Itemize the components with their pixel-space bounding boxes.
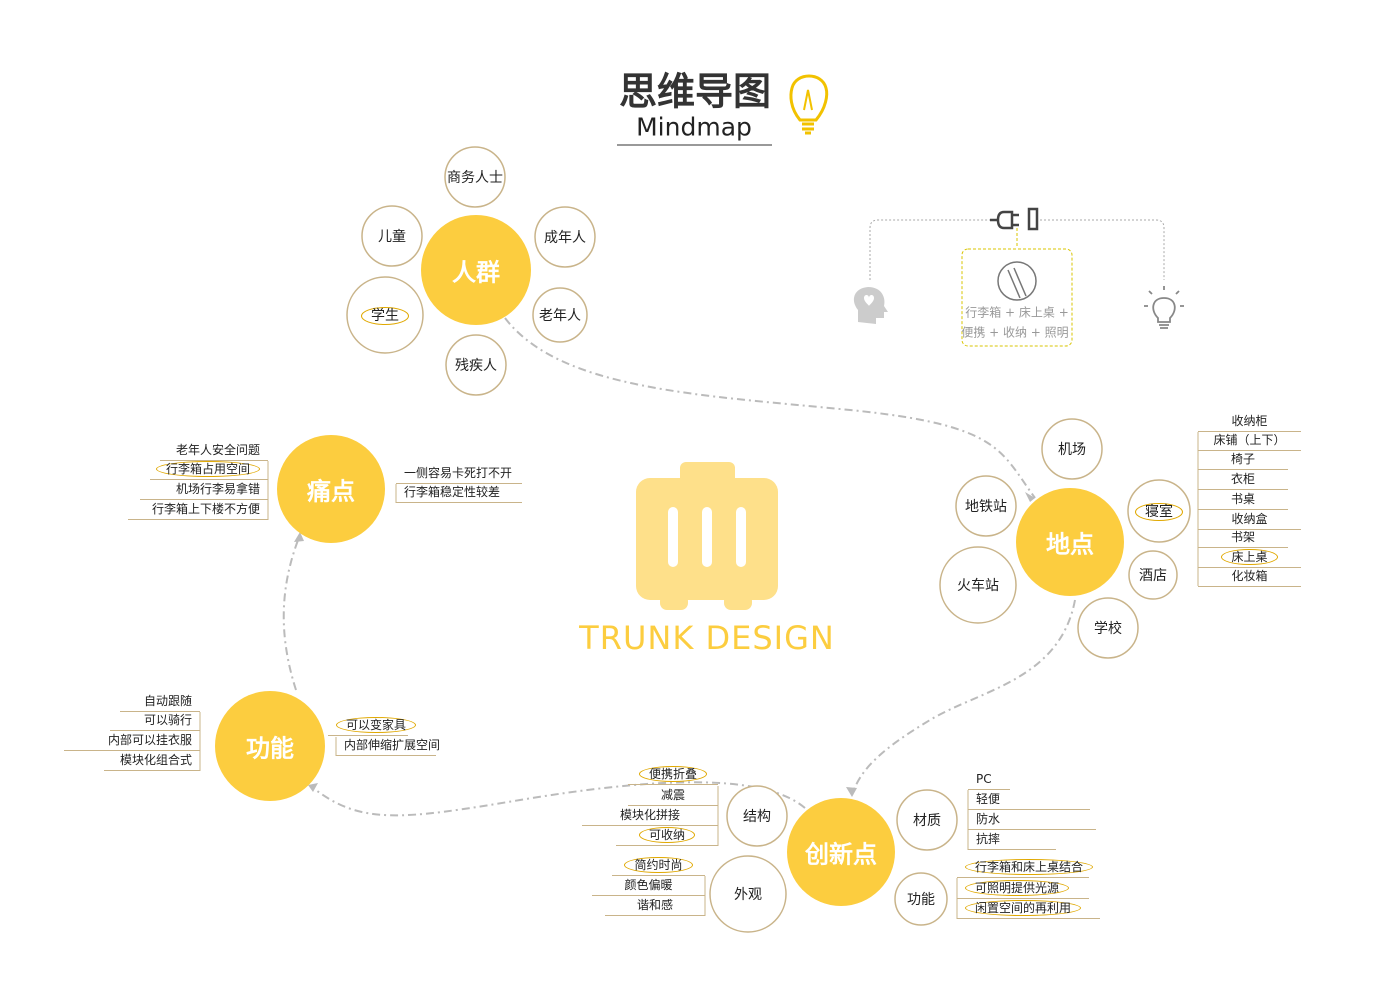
plug-icon — [990, 207, 1039, 231]
luggage-icon — [636, 462, 778, 610]
hub-crowd-label[interactable]: 人群 — [452, 258, 500, 287]
concept-line-2: 便携 + 收纳 + 照明 — [961, 325, 1069, 340]
list-item: 自动跟随 — [120, 693, 200, 712]
node-disabled — [445, 334, 507, 396]
lamp-icon — [1144, 286, 1184, 329]
list-item: 书架 — [1198, 529, 1288, 548]
list-item: 行李箱稳定性较差 — [396, 484, 522, 503]
node-children — [361, 205, 423, 267]
dial-icon — [997, 261, 1037, 301]
list-item: 书桌 — [1198, 491, 1288, 510]
node-label[interactable]: 商务人士 — [447, 170, 503, 186]
node-business — [444, 146, 506, 208]
hub-pain — [277, 435, 385, 543]
list-item: 收纳柜 — [1198, 413, 1301, 432]
node-label[interactable]: 机场 — [1058, 442, 1086, 458]
list-item: 谐和感 — [605, 897, 705, 916]
node-school — [1077, 597, 1139, 659]
list-item: 床上桌 — [1198, 549, 1301, 568]
list-item: 可收纳 — [616, 827, 718, 846]
list-item: 收纳盒 — [1198, 511, 1301, 530]
page-subtitle: Mindmap — [636, 112, 752, 142]
node-elderly — [532, 287, 588, 343]
node-look — [709, 855, 787, 933]
list-item: PC — [968, 771, 1010, 790]
page-title: 思维导图 — [618, 69, 772, 114]
list-item: 可以变家具 — [328, 717, 417, 736]
list-item: 内部伸缩扩展空间 — [336, 737, 440, 756]
list-item: 模块化组合式 — [104, 752, 200, 771]
node-structure — [726, 785, 788, 847]
node-label[interactable]: 材质 — [913, 813, 941, 829]
list-item: 衣柜 — [1198, 471, 1288, 490]
node-label[interactable]: 地铁站 — [965, 499, 1007, 515]
hub-innovation — [787, 798, 895, 906]
connector-function-pain — [282, 534, 301, 691]
hub-crowd — [421, 215, 531, 325]
node-label[interactable]: 残疾人 — [455, 358, 497, 374]
list-item: 可照明提供光源 — [957, 880, 1089, 899]
hub-function — [215, 691, 325, 801]
node-function2 — [894, 872, 948, 926]
list-item: 化妆箱 — [1198, 568, 1301, 587]
list-item: 行李箱占用空间 — [150, 461, 268, 480]
list-item: 简约时尚 — [612, 857, 705, 876]
node-label[interactable]: 结构 — [743, 809, 771, 825]
concept-box — [961, 248, 1073, 347]
concept-line-1: 行李箱 + 床上桌 + — [965, 305, 1069, 320]
node-label[interactable]: 成年人 — [544, 230, 586, 246]
lightbulb-icon — [789, 74, 829, 135]
node-train — [939, 546, 1017, 624]
list-item: 防水 — [968, 811, 1096, 830]
hub-pain-label[interactable]: 痛点 — [307, 477, 355, 506]
list-item: 便携折叠 — [628, 766, 718, 785]
list-item: 闲置空间的再利用 — [957, 900, 1100, 919]
node-label[interactable]: 功能 — [907, 892, 935, 908]
node-label[interactable]: 寝室 — [1135, 501, 1183, 521]
node-material — [896, 789, 958, 851]
node-adults — [534, 206, 596, 268]
list-item: 老年人安全问题 — [160, 442, 268, 461]
node-subway — [955, 475, 1017, 537]
list-item: 内部可以挂衣服 — [64, 732, 200, 751]
brand-name: TRUNK DESIGN — [579, 619, 835, 657]
node-students — [346, 276, 424, 354]
head-heart-icon — [853, 287, 888, 324]
node-airport — [1041, 418, 1103, 480]
node-label[interactable]: 酒店 — [1139, 568, 1167, 584]
list-item: 机场行李易拿错 — [140, 481, 268, 500]
list-item: 抗摔 — [968, 831, 1056, 850]
list-item: 颜色偏暖 — [592, 877, 705, 896]
connector-crowd-place — [504, 317, 1036, 499]
node-label[interactable]: 老年人 — [539, 308, 581, 324]
hub-place-label[interactable]: 地点 — [1046, 530, 1094, 559]
list-item: 行李箱上下楼不方便 — [128, 501, 268, 520]
node-label[interactable]: 儿童 — [378, 229, 406, 245]
list-item: 椅子 — [1198, 451, 1288, 470]
hub-function-label[interactable]: 功能 — [246, 734, 294, 763]
list-item: 轻便 — [968, 791, 1090, 810]
list-item: 模块化拼接 — [582, 807, 718, 826]
hub-place — [1016, 488, 1124, 596]
node-label[interactable]: 学生 — [361, 305, 409, 325]
connector-place-innovation — [851, 599, 1076, 796]
hub-innovation-label[interactable]: 创新点 — [805, 840, 877, 869]
list-item: 减震 — [628, 787, 718, 806]
list-item: 行李箱和床上桌结合 — [957, 859, 1094, 878]
list-item: 床铺（上下） — [1198, 432, 1301, 451]
node-dorm — [1127, 479, 1191, 543]
node-label[interactable]: 学校 — [1094, 621, 1122, 637]
node-label[interactable]: 外观 — [734, 887, 762, 903]
node-label[interactable]: 火车站 — [957, 578, 999, 594]
list-item: 可以骑行 — [110, 712, 200, 731]
list-item: 一侧容易卡死打不开 — [396, 465, 522, 484]
node-hotel — [1128, 550, 1178, 600]
